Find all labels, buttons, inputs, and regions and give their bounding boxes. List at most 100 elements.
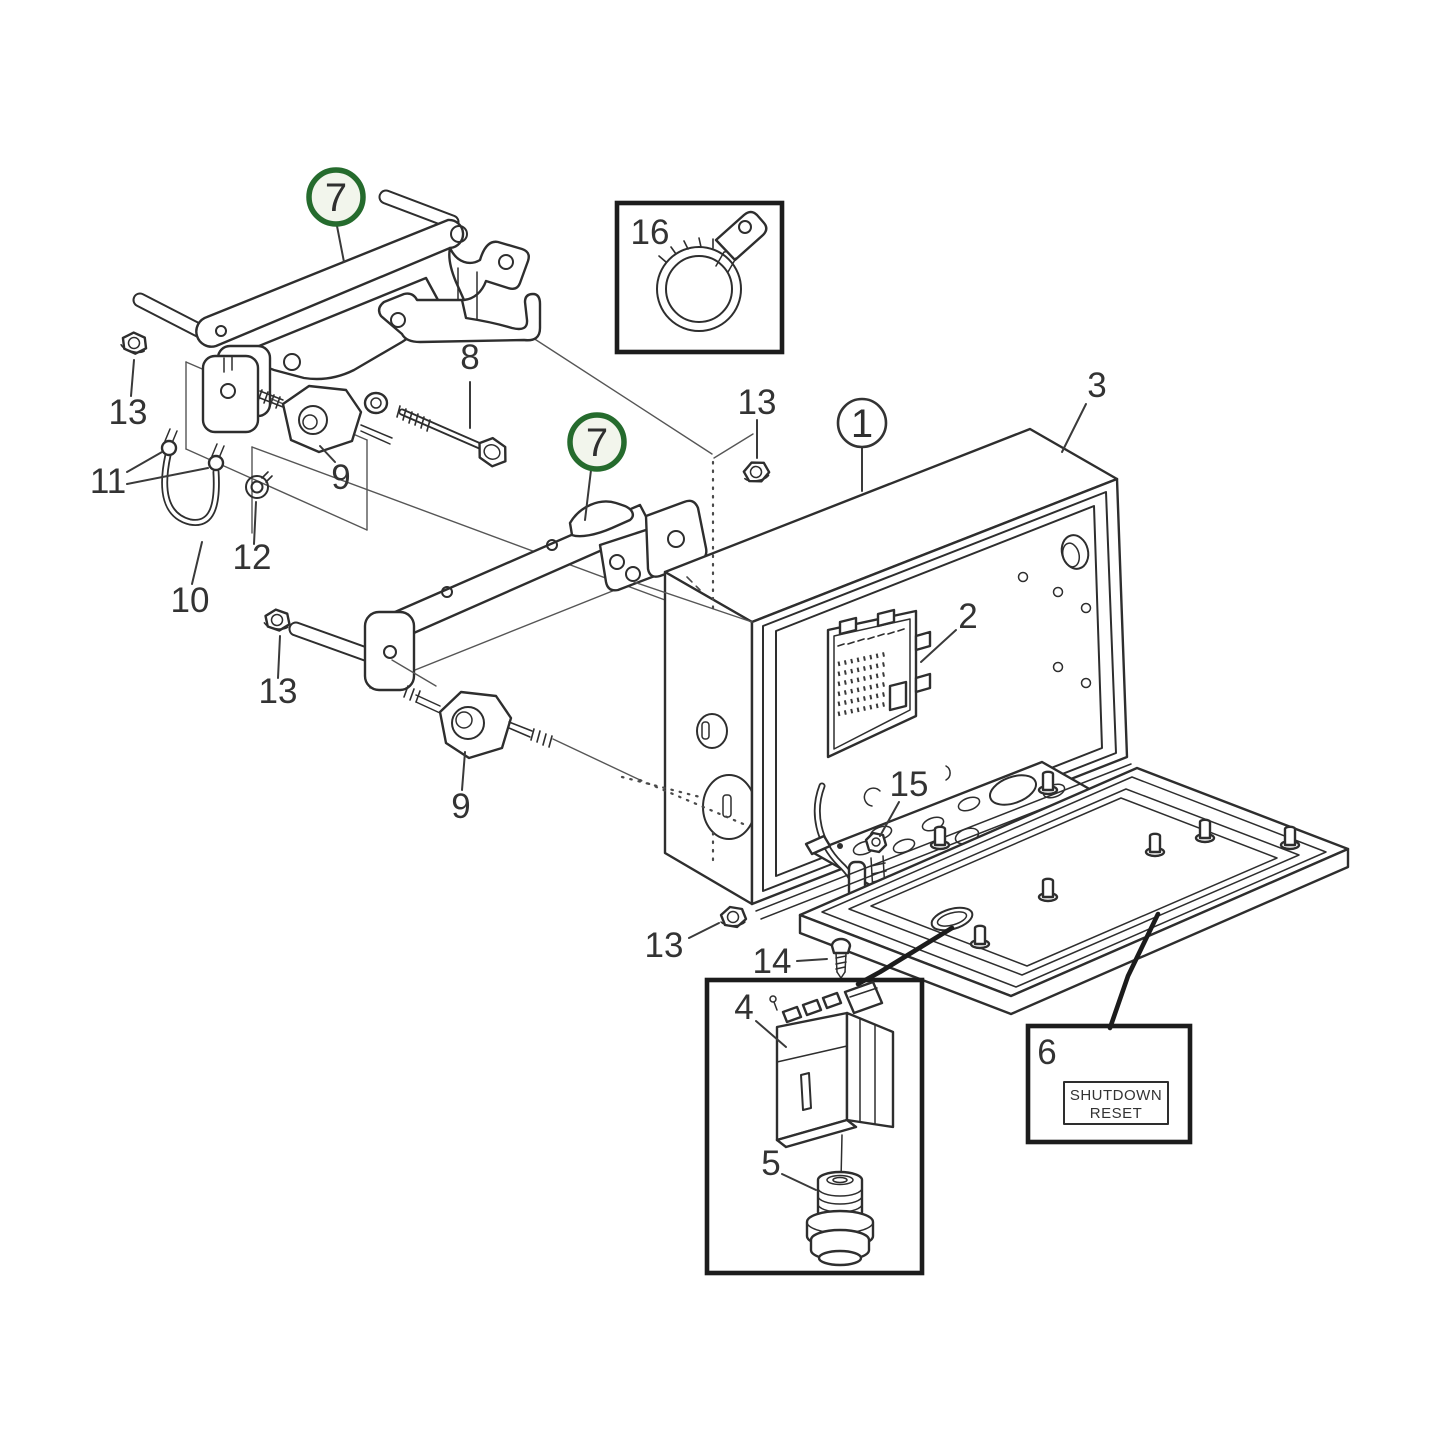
callout-13c: 13: [259, 672, 298, 711]
nut-hex: [742, 461, 771, 483]
board-standoff: [914, 672, 932, 694]
bolt-head-face: [483, 444, 501, 460]
mount-foot: [804, 834, 832, 856]
terminal-ring: [160, 439, 178, 457]
pointer-leaders: [855, 911, 1161, 1031]
mount-tab-plate: [363, 610, 416, 692]
hole: [383, 645, 397, 659]
clamp-rib-ticks: [658, 237, 729, 263]
hole: [302, 414, 318, 430]
relay-pin-eye: [769, 995, 777, 1003]
relay-slot: [800, 1072, 812, 1111]
hole: [667, 530, 685, 548]
terminal-row: [837, 701, 887, 717]
leader-2: [920, 629, 957, 663]
nut-bore: [270, 613, 284, 627]
callout-4: 4: [734, 988, 753, 1027]
stud-body: [1198, 818, 1212, 840]
flange-nut-13d: [719, 905, 748, 929]
flange-nut-13c: [263, 608, 291, 632]
leader-15: [879, 801, 900, 837]
lower-mounting-bracket-assembly: [288, 499, 708, 781]
isolator-block: [438, 690, 513, 760]
leader-11: [126, 451, 209, 485]
nut-hex: [719, 905, 748, 929]
bolt-shaft-face: [400, 410, 482, 448]
washer-split-gap: [261, 464, 274, 478]
leader-9a: [319, 445, 336, 463]
callout-5: 5: [761, 1144, 780, 1183]
thread-ticks: [835, 955, 847, 970]
nut-bore: [749, 465, 763, 479]
stud-body: [933, 825, 947, 847]
thread-ticks: [396, 405, 431, 432]
hole: [609, 554, 625, 570]
assembly-axis: [552, 738, 641, 781]
lid-rim-step: [848, 788, 1300, 976]
leader-4: [755, 1020, 787, 1048]
hole: [215, 325, 227, 337]
isolator-block: [281, 384, 363, 454]
shutdown-text: SHUTDOWN: [1070, 1087, 1162, 1104]
nut-bore: [726, 910, 740, 924]
callout-number: 1: [851, 402, 873, 446]
nut-flange: [120, 343, 146, 354]
terminal-row: [837, 681, 887, 697]
lid-stud: [1037, 770, 1059, 796]
relay-blade: [821, 991, 843, 1010]
hole: [1052, 586, 1064, 598]
ring-terminals: [160, 428, 225, 472]
callout-8: 8: [460, 338, 479, 377]
box-rim-inner: [775, 505, 1103, 877]
leader-13d: [688, 922, 720, 939]
upper-mounting-bracket-assembly: [132, 189, 542, 468]
callout-14: 14: [753, 942, 792, 981]
relay-skirt: [775, 1118, 858, 1149]
hole: [1080, 602, 1092, 614]
callout-1: 1: [836, 397, 888, 449]
callout-2: 2: [958, 597, 977, 636]
leader-13a: [130, 359, 135, 397]
hidden-line: [686, 576, 701, 591]
lid-stud: [1194, 818, 1216, 844]
assembly-axis: [633, 581, 753, 623]
board-standoff: [914, 630, 932, 652]
hidden-line: [620, 775, 702, 799]
stud-body: [1283, 825, 1297, 847]
lid-stud: [1037, 877, 1059, 903]
callout-leaders: [126, 225, 1087, 1191]
flange-nut-13a: [120, 331, 148, 355]
nut-hex: [121, 331, 148, 355]
washer-inner: [250, 480, 264, 494]
lid-rim-step: [821, 776, 1327, 988]
hole: [283, 353, 301, 371]
flange-nut-13b: [742, 461, 771, 483]
leader-7b: [584, 469, 592, 521]
callout-circle-highlighted: [567, 412, 627, 472]
hole: [1052, 661, 1064, 673]
nut-flange: [720, 921, 746, 927]
terminal-row: [837, 651, 887, 667]
relay-detail-box: [704, 977, 925, 1276]
washer-outer: [245, 475, 269, 499]
callout-3: 3: [1087, 366, 1106, 405]
relay-pin: [773, 1001, 778, 1011]
reset-text: RESET: [1090, 1105, 1143, 1122]
callout-9a: 9: [331, 458, 350, 497]
label-detail-box: SHUTDOWN RESET: [1025, 1023, 1193, 1145]
stud-body: [973, 924, 987, 946]
callout-16: 16: [631, 213, 670, 252]
cable-clamp: [656, 210, 768, 332]
box-opening-face: [750, 477, 1129, 906]
stud: [259, 390, 284, 408]
leader-12: [253, 501, 257, 545]
hole: [450, 225, 468, 243]
hidden-line: [638, 778, 750, 828]
construction-line: [251, 446, 666, 601]
lid-studs: [929, 770, 1301, 950]
stud-face: [871, 837, 881, 847]
hole: [625, 566, 641, 582]
leader-7a: [336, 225, 345, 263]
